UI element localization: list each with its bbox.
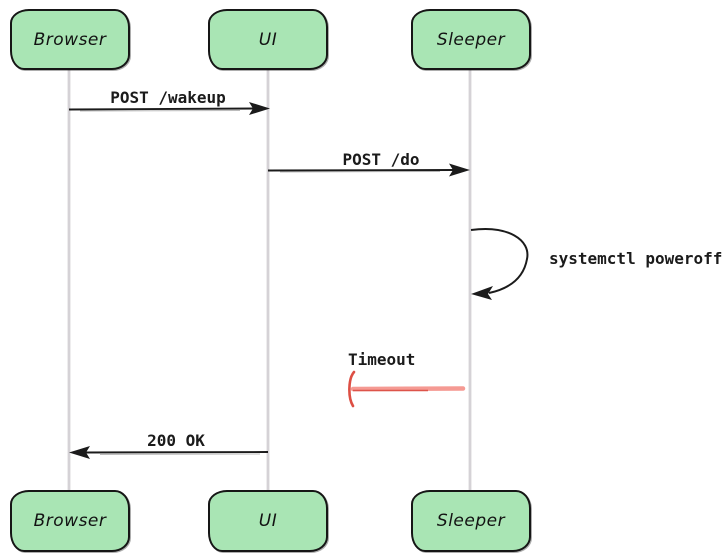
timeout-stop-bar [348,370,356,408]
self-loop-systemctl-poweroff [470,228,529,294]
actor-label-ui-bottom: UI [258,511,278,531]
actor-box-ui-bottom: UI [208,490,328,552]
message-line-post-do [267,169,457,172]
message-line-post-wakeup [68,107,257,111]
actor-box-sleeper-bottom: Sleeper [411,490,531,552]
message-line-200-ok-sketch [99,453,261,455]
message-line-200-ok [83,451,269,454]
arrowhead-systemctl-poweroff [471,286,493,300]
message-label-200-ok: 200 OK [147,431,205,450]
timeout-line [350,386,466,392]
actor-box-ui-top: UI [208,9,328,70]
message-line-post-wakeup-sketch [79,110,241,112]
message-label-post-wakeup: POST /wakeup [110,88,226,107]
message-line-post-do-sketch [279,171,441,173]
actor-box-browser-bottom: Browser [10,490,130,552]
actor-label-ui-top: UI [258,29,278,50]
message-label-systemctl-poweroff: systemctl poweroff [549,249,723,268]
actor-box-browser-top: Browser [10,9,130,70]
arrowhead-200-ok [69,446,90,459]
actor-label-sleeper-top: Sleeper [436,29,506,50]
actor-label-sleeper-bottom: Sleeper [436,511,506,531]
actor-label-browser-bottom: Browser [33,511,107,531]
message-label-timeout: Timeout [348,350,416,369]
message-label-post-do: POST /do [342,150,420,169]
actor-box-sleeper-top: Sleeper [411,9,531,70]
actor-label-browser-top: Browser [33,29,107,50]
arrowhead-post-wakeup [249,102,270,115]
arrowhead-post-do [449,163,470,177]
